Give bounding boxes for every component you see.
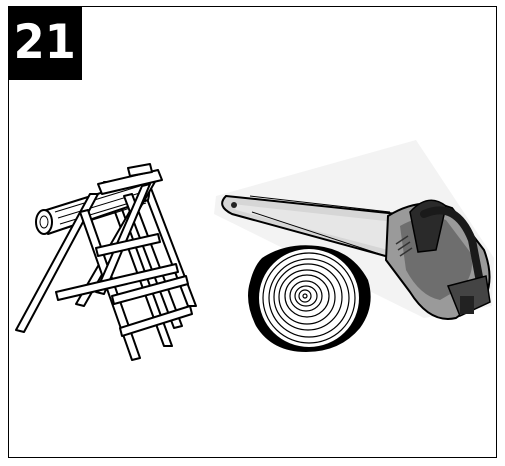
- page-frame: [8, 6, 497, 458]
- step-number-badge: 21: [8, 6, 82, 80]
- step-number: 21: [13, 14, 77, 70]
